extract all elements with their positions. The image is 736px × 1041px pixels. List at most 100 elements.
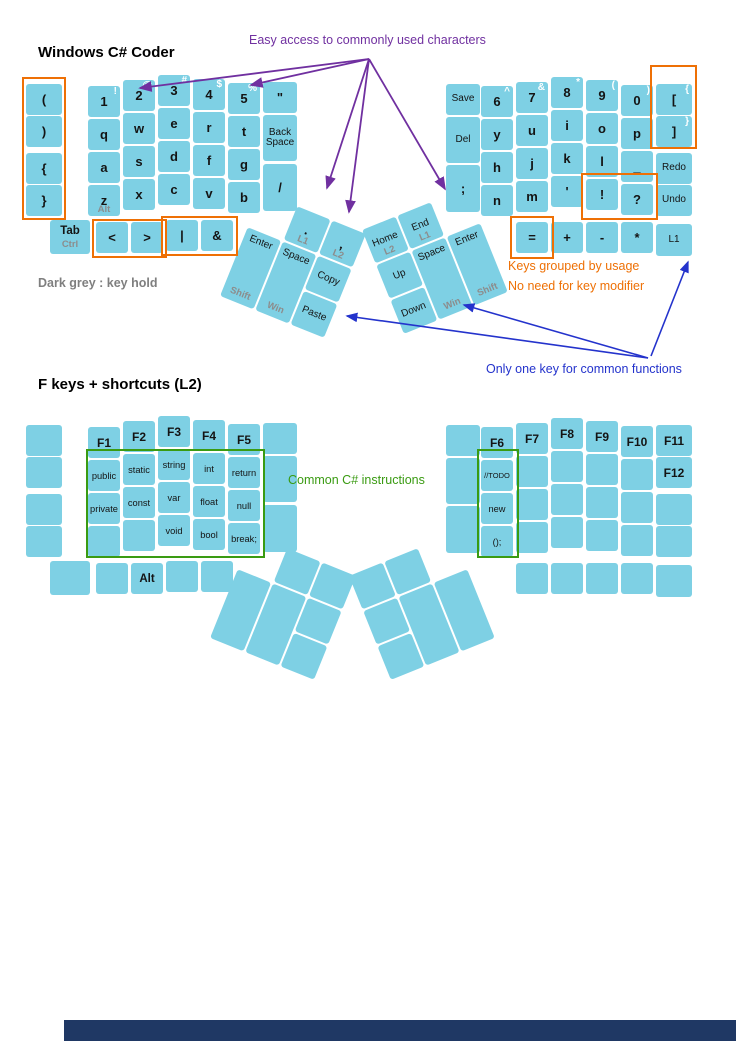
key-d: d: [158, 141, 190, 172]
key-9: 9(: [586, 80, 618, 111]
key-8: 8*: [551, 77, 583, 108]
key-7: 7&: [516, 82, 548, 113]
note-common-cs-instructions: Common C# instructions: [288, 473, 425, 487]
key-quote: ": [263, 82, 297, 113]
key-redo: Redo: [656, 153, 692, 184]
key-blank: [621, 563, 653, 594]
key-plus: +: [551, 222, 583, 253]
key-asterisk: *: [621, 222, 653, 253]
highlight-box-cs-right: [477, 449, 519, 558]
key-blank: [446, 425, 480, 456]
key-4: 4$: [193, 79, 225, 110]
key-n: n: [481, 185, 513, 216]
key-int: int: [193, 453, 225, 484]
key-m: m: [516, 181, 548, 212]
thumb-cluster: [349, 534, 495, 680]
key-f: f: [193, 145, 225, 176]
key-1: 1!: [88, 86, 120, 117]
note-easy-access: Easy access to commonly used characters: [249, 33, 486, 47]
blue-arrow-to-l1-key: [650, 260, 689, 357]
key-blank: [516, 522, 548, 553]
note-no-modifier: No need for key modifier: [508, 279, 645, 293]
key-o: o: [586, 113, 618, 144]
key-blank: [263, 505, 297, 552]
key-j: j: [516, 148, 548, 179]
key-blank: [446, 506, 480, 553]
key-blank: [656, 565, 692, 597]
key-blank: [263, 423, 297, 454]
key-blank: [586, 487, 618, 518]
key-float: float: [193, 486, 225, 517]
key-blank: [586, 563, 618, 594]
key-close-paren: ): [26, 116, 62, 147]
key-5: 5%: [228, 83, 260, 114]
key-question: ?: [621, 184, 653, 215]
key-save: Save: [446, 84, 480, 115]
key-h: h: [481, 152, 513, 183]
key-3: 3#: [158, 75, 190, 106]
key-p: p: [621, 118, 653, 149]
key-blank: [26, 457, 62, 488]
key-null: null: [228, 490, 260, 521]
highlight-box-pipe-ampersand: [161, 216, 238, 256]
key-blank: [516, 456, 548, 487]
key-public: public: [88, 460, 120, 491]
key-f6: F6: [481, 427, 513, 458]
note-key-hold: Dark grey : key hold: [38, 276, 158, 290]
key-blank: [551, 563, 583, 594]
key-less-than: <: [96, 222, 128, 253]
layer1-title: Windows C# Coder: [38, 44, 175, 61]
highlight-box-square-brackets: [650, 65, 697, 149]
highlight-box-exclaim-question: [581, 173, 658, 220]
key-blank: [621, 492, 653, 523]
key-string: string: [158, 449, 190, 480]
key-0: 0): [621, 85, 653, 116]
key-c: c: [158, 174, 190, 205]
layer2-title: F keys + shortcuts (L2): [38, 376, 202, 393]
key-apostrophe: ': [551, 176, 583, 207]
key-6: 6^: [481, 86, 513, 117]
key-back-space: Back Space: [263, 115, 297, 161]
key-pipe: |: [166, 220, 198, 251]
key-f4: F4: [193, 420, 225, 451]
key-u: u: [516, 115, 548, 146]
key-blank: [586, 454, 618, 485]
key-slash: /: [263, 164, 297, 211]
key-blank: [26, 526, 62, 557]
key-equals: =: [516, 222, 548, 253]
key-open-brace: {: [26, 153, 62, 184]
key-blank: [516, 489, 548, 520]
key-f7: F7: [516, 423, 548, 454]
key-f8: F8: [551, 418, 583, 449]
key-2: 2@: [123, 80, 155, 111]
key-g: g: [228, 149, 260, 180]
key-blank: [551, 451, 583, 482]
key-new: new: [481, 493, 513, 524]
key-blank: [88, 526, 120, 557]
key-blank: [446, 458, 480, 504]
key-blank: [586, 520, 618, 551]
key-k: k: [551, 143, 583, 174]
key-underscore: _: [621, 151, 653, 182]
key-blank: [621, 459, 653, 490]
key-t: t: [228, 116, 260, 147]
key-v: v: [193, 178, 225, 209]
key-f11: F11: [656, 425, 692, 456]
key-close-bracket: ]}: [656, 116, 692, 147]
highlight-box-cs-left: [86, 449, 265, 558]
key-bool: bool: [193, 519, 225, 550]
key-blank: [50, 561, 90, 595]
footer-bar: [64, 1020, 736, 1041]
key-symbol: ();: [481, 526, 513, 557]
blue-arrow-to-right-thumb: [462, 303, 649, 359]
key-blank: [26, 425, 62, 456]
key-blank: [656, 494, 692, 525]
key-f3: F3: [158, 416, 190, 447]
purple-arrow-to-left-thumb-1: [325, 58, 370, 190]
key-r: r: [193, 112, 225, 143]
key-blank: [621, 525, 653, 556]
key-undo: Undo: [656, 185, 692, 216]
